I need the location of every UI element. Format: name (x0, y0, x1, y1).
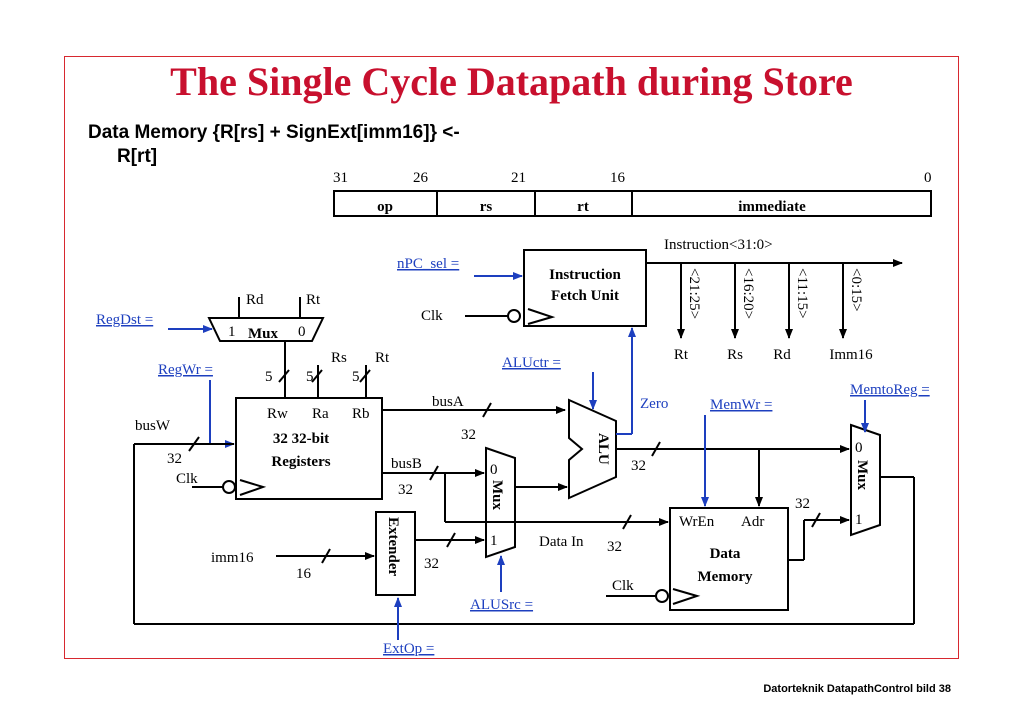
rs-label: Rs (331, 350, 347, 366)
width-label: 32 (167, 451, 182, 467)
slide-frame (64, 56, 959, 659)
field-name-rs: Rs (727, 347, 743, 363)
mux-input-1: 1 (228, 324, 236, 340)
instruction-label: Instruction<31:0> (664, 237, 773, 253)
port-rb: Rb (352, 406, 370, 422)
busb-path: busB 32 Data In 32 (382, 456, 669, 555)
bit-label: 16 (610, 170, 626, 186)
busa-path: busA 32 (382, 394, 566, 443)
data-memory: WrEn Adr Data Memory Clk MemWr = 32 (606, 397, 850, 611)
field-bits-16-20: <16:20> (740, 268, 756, 319)
alusrc-signal: ALUSrc = (470, 597, 533, 613)
busb-label: busB (391, 456, 422, 472)
clock-triangle-icon (239, 479, 267, 496)
bit-label: 26 (413, 170, 429, 186)
alu-label: ALU (595, 433, 611, 465)
width-label: 32 (461, 427, 476, 443)
regdst-mux: 1 Mux 0 Rd Rt RegDst = (96, 292, 325, 342)
zero-label: Zero (640, 396, 668, 412)
field-name-rd: Rd (773, 347, 791, 363)
mux-label: Mux (248, 326, 279, 342)
field-bits-0-15: <0:15> (848, 268, 864, 312)
regwr-signal: RegWr = (158, 362, 213, 378)
clock-triangle-icon (527, 308, 556, 325)
width-label: 16 (296, 566, 312, 582)
bit-label: 21 (511, 170, 526, 186)
memtoreg-mux: 0 Mux 1 MemtoReg = (850, 382, 930, 537)
width-label: 32 (607, 539, 622, 555)
mux-input-1: 1 (490, 533, 498, 549)
memtoreg-signal: MemtoReg = (850, 382, 930, 398)
field-immediate: immediate (738, 199, 806, 215)
extop-signal: ExtOp = (383, 641, 434, 657)
subtitle-line-1: Data Memory {R[rs] + SignExt[imm16]} <- (88, 122, 460, 143)
extender: Extender imm16 16 32 ExtOp = (211, 511, 485, 657)
field-op: op (377, 199, 393, 215)
rt-label: Rt (306, 292, 321, 308)
width-label: 5 (306, 369, 314, 385)
bit-label: 31 (333, 170, 348, 186)
field-bits-11-15: <11:15> (794, 268, 810, 319)
aluctr-signal: ALUctr = (502, 355, 561, 371)
field-name-imm16: Imm16 (829, 347, 873, 363)
alusrc-mux: 0 Mux 1 ALUSrc = (470, 446, 568, 613)
mux-label: Mux (854, 460, 870, 491)
busa-label: busA (432, 394, 464, 410)
port-ra: Ra (312, 406, 329, 422)
clk-label: Clk (612, 578, 634, 594)
bit-label: 0 (924, 170, 932, 186)
datamem-label-2: Memory (698, 569, 753, 585)
regfile-label-1: 32 32-bit (273, 431, 329, 447)
imm16-label: imm16 (211, 550, 254, 566)
register-file: Rw Ra Rb 32 32-bit Registers Clk RegWr =… (158, 341, 390, 500)
ifetch-label-2: Fetch Unit (551, 288, 619, 304)
busw-label: busW (135, 418, 171, 434)
clk-label: Clk (176, 471, 198, 487)
width-label: 32 (795, 496, 810, 512)
field-rs: rs (480, 199, 493, 215)
instruction-fields: <21:25> <16:20> <11:15> <0:15> Rt Rs Rd … (674, 263, 873, 363)
mux-input-0: 0 (298, 324, 306, 340)
width-label: 32 (631, 458, 646, 474)
port-adr: Adr (741, 514, 764, 530)
extender-label: Extender (385, 517, 401, 577)
rd-label: Rd (246, 292, 264, 308)
slide-title: The Single Cycle Datapath during Store (170, 59, 853, 104)
port-wren: WrEn (679, 514, 715, 530)
rt-label: Rt (375, 350, 390, 366)
port-rw: Rw (267, 406, 288, 422)
instruction-fetch-unit: Instruction Fetch Unit Clk nPC_sel = Ins… (397, 237, 903, 327)
busw-path: busW 32 (133, 418, 915, 625)
field-name-rt: Rt (674, 347, 689, 363)
ifetch-label-1: Instruction (549, 267, 621, 283)
regfile-label-2: Registers (271, 454, 330, 470)
instruction-format: 31 26 21 16 0 op rs rt immediate (333, 170, 932, 217)
width-label: 32 (398, 482, 413, 498)
field-rt: rt (577, 199, 589, 215)
slide-footer: Datorteknik DatapathControl bild 38 (763, 683, 951, 695)
regdst-signal: RegDst = (96, 312, 153, 328)
data-in-label: Data In (539, 534, 584, 550)
mux-label: Mux (489, 480, 505, 511)
alu: ALU ALUctr = Zero 32 (502, 327, 850, 507)
datamem-label-1: Data (710, 546, 741, 562)
clk-label: Clk (421, 308, 443, 324)
subtitle-line-2: R[rt] (117, 146, 158, 167)
clock-triangle-icon (672, 588, 701, 605)
field-bits-21-25: <21:25> (686, 268, 702, 319)
mux-input-1: 1 (855, 512, 863, 528)
memwr-signal: MemWr = (710, 397, 772, 413)
mux-input-0: 0 (490, 462, 498, 478)
width-label: 5 (265, 369, 273, 385)
width-label: 5 (352, 369, 360, 385)
npc-sel-signal: nPC_sel = (397, 256, 459, 272)
mux-input-0: 0 (855, 440, 863, 456)
width-label: 32 (424, 556, 439, 572)
